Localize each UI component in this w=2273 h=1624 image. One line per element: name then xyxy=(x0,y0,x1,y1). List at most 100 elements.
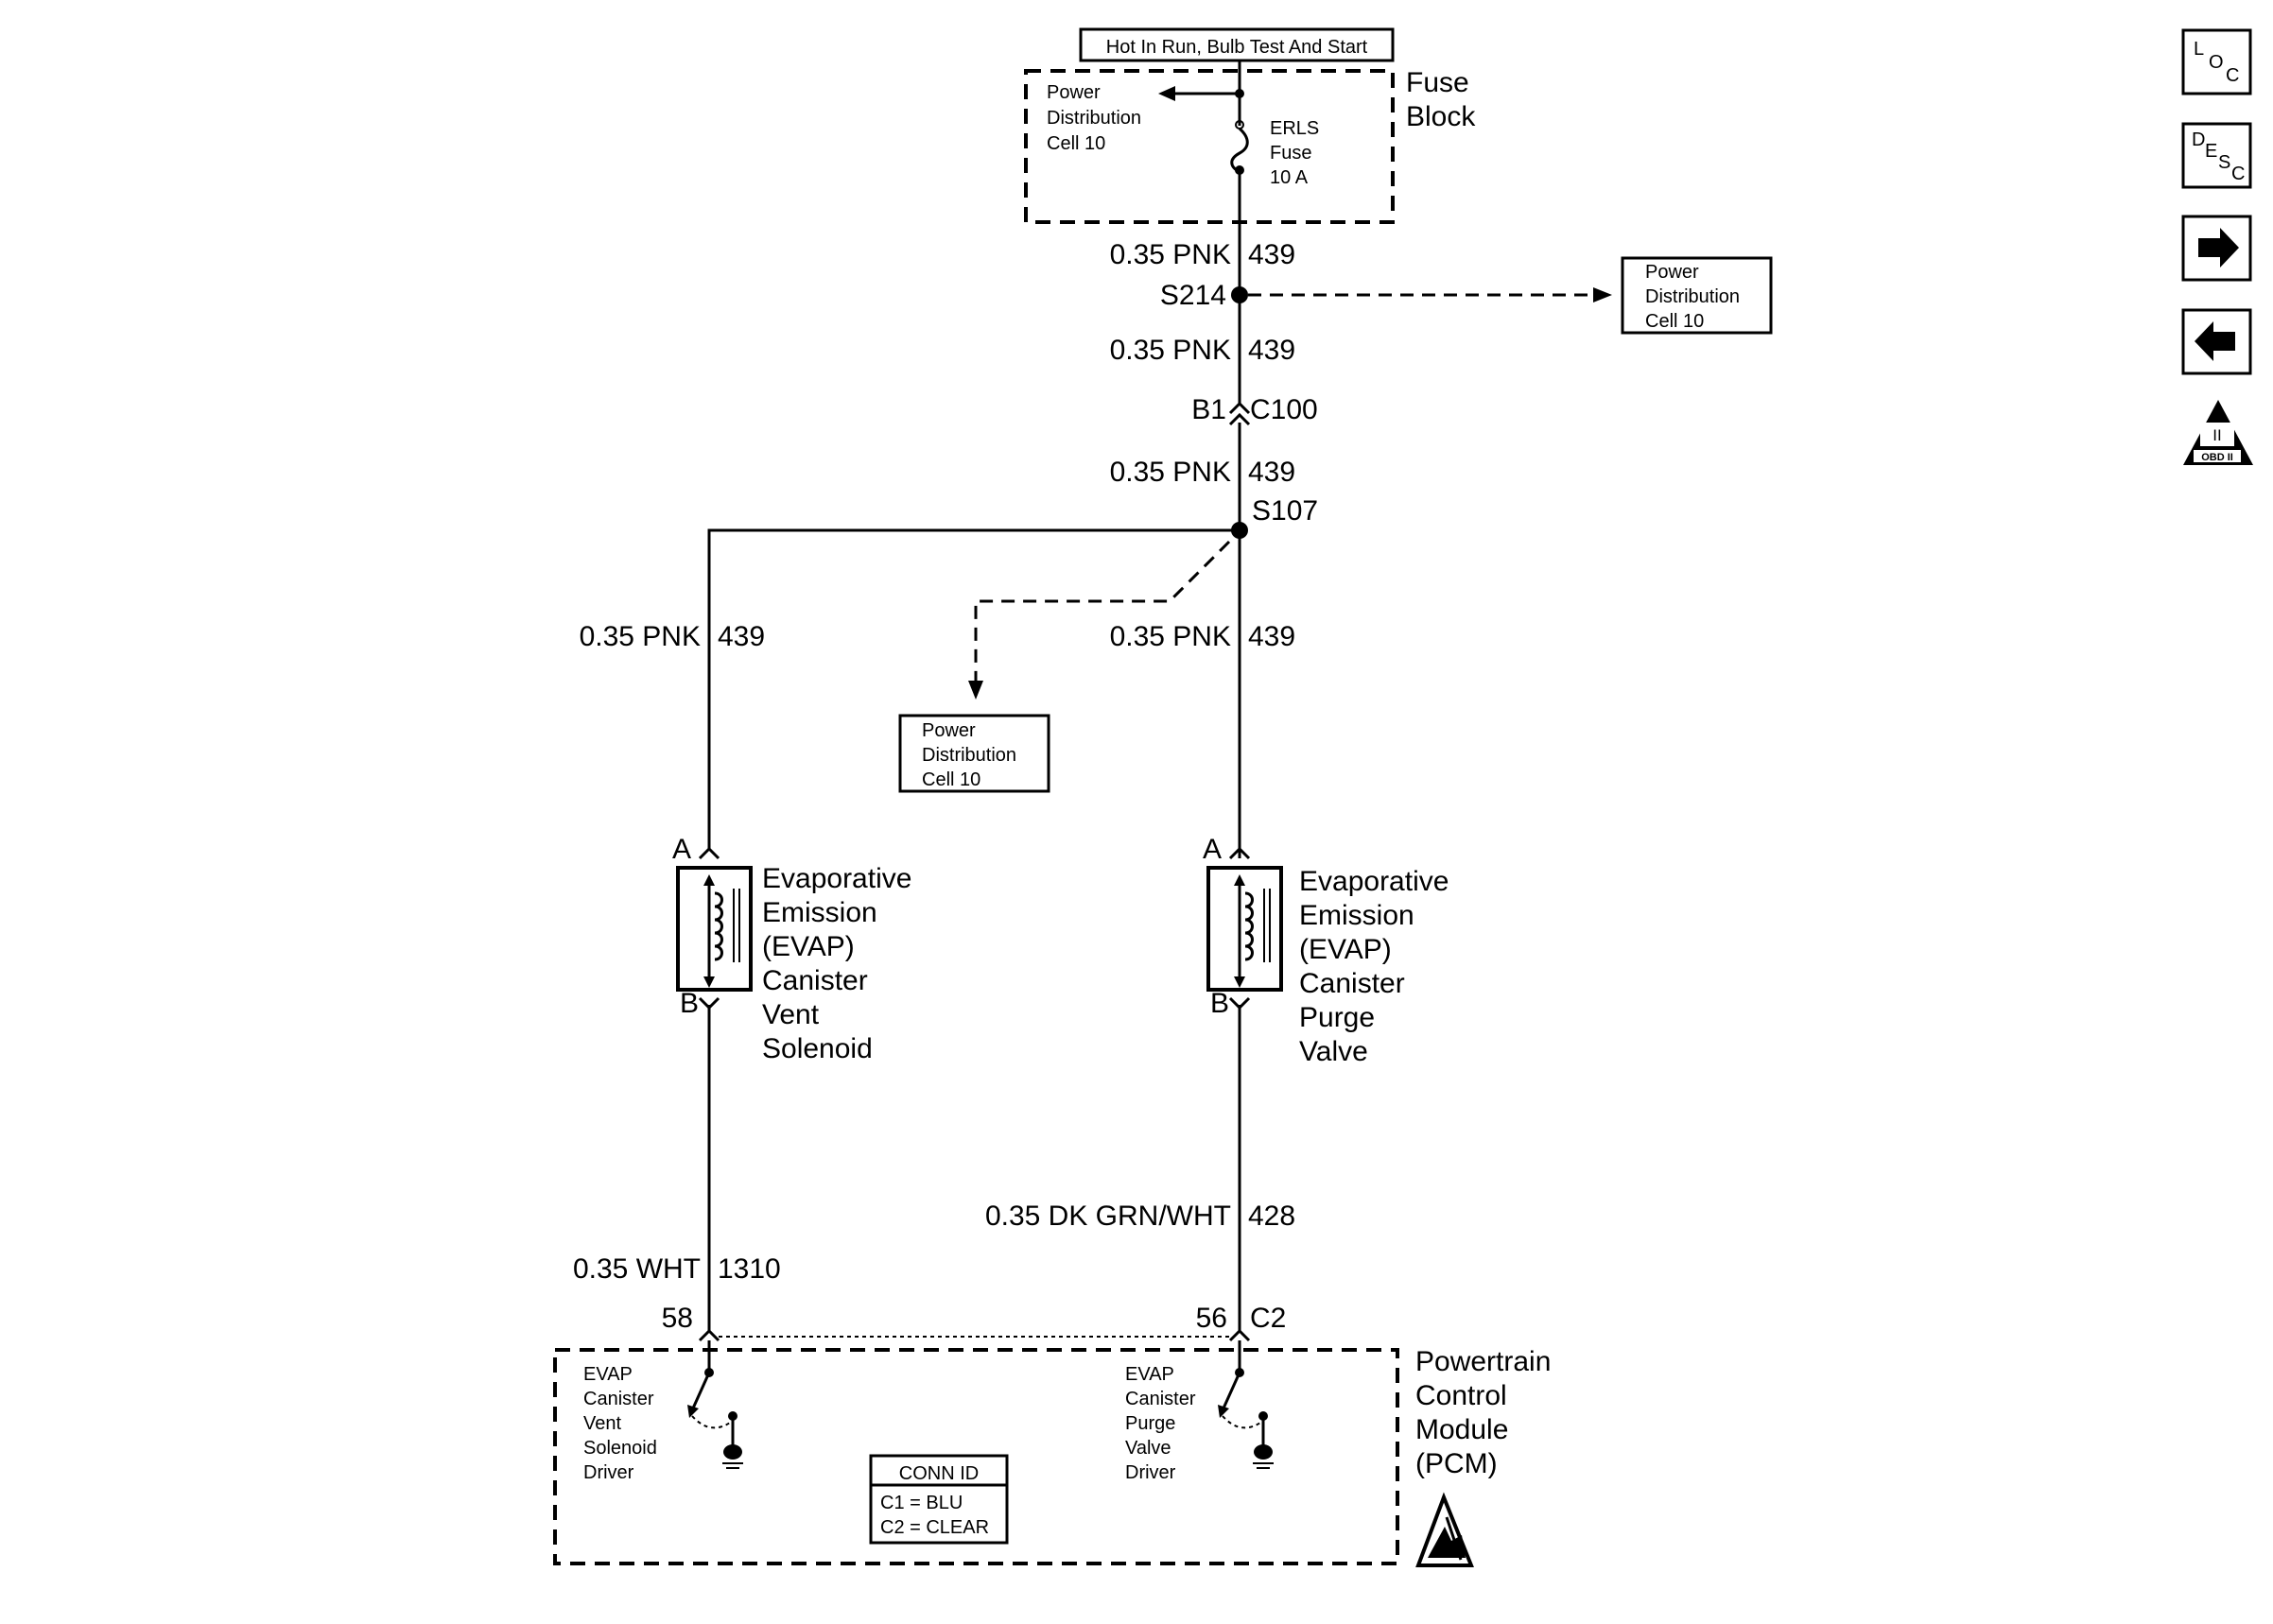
vent-name-2: Emission xyxy=(762,897,877,928)
esd-warning-icon xyxy=(1415,1492,1474,1567)
power-dist-right-1: Power xyxy=(1645,262,1699,283)
purge-name-4: Canister xyxy=(1299,968,1405,999)
purge-driver-1: EVAP xyxy=(1125,1364,1174,1385)
vent-driver-3: Vent xyxy=(583,1413,621,1434)
vent-pin-b: B xyxy=(680,988,699,1019)
desc-letter-s: S xyxy=(2218,152,2230,173)
c100-name: C100 xyxy=(1250,394,1318,425)
evap-purge-valve: A B Evaporative Emission (EVAP) Canister… xyxy=(1203,834,1449,1067)
loc-button[interactable]: L O C xyxy=(2181,28,2252,95)
c100-pin: B1 xyxy=(1191,394,1226,425)
conn-id-box: CONN ID C1 = BLU C2 = CLEAR xyxy=(869,1454,1009,1545)
wire-color-left: 0.35 PNK xyxy=(580,621,701,652)
arrow-left-icon xyxy=(2195,321,2235,361)
pcm-connector: C2 xyxy=(1250,1303,1286,1334)
arrow-right-icon xyxy=(2198,228,2239,268)
coil-icon xyxy=(1244,891,1254,961)
purge-name-2: Emission xyxy=(1299,900,1414,931)
desc-letter-d: D xyxy=(2192,130,2205,150)
power-dist-ref-right[interactable]: Power Distribution Cell 10 xyxy=(1621,256,1773,335)
fuse-power-dist-3: Cell 10 xyxy=(1047,133,1105,154)
fuse-block-title-1: Fuse xyxy=(1406,67,1469,98)
obd-roman: II xyxy=(2212,426,2221,444)
vent-pin-a: A xyxy=(672,834,691,865)
connector-c100: B1 C100 xyxy=(1191,394,1318,426)
wire-circuit-1: 439 xyxy=(1248,239,1295,270)
purge-name-3: (EVAP) xyxy=(1299,934,1392,965)
wire-circuit-purge: 428 xyxy=(1248,1201,1295,1232)
purge-driver-2: Canister xyxy=(1125,1389,1196,1409)
fuse-power-dist-1: Power xyxy=(1047,82,1101,103)
vent-name-6: Solenoid xyxy=(762,1033,873,1064)
ground-icon xyxy=(1254,1444,1273,1460)
purge-name-1: Evaporative xyxy=(1299,866,1449,897)
wire-color-vent: 0.35 WHT xyxy=(573,1253,701,1285)
loc-letter-l: L xyxy=(2194,39,2204,60)
arrow-right-icon xyxy=(1593,287,1612,302)
desc-letter-c: C xyxy=(2231,164,2245,184)
purge-name-6: Valve xyxy=(1299,1036,1368,1067)
conn-id-c1: C1 = BLU xyxy=(880,1493,963,1513)
arrow-left-icon xyxy=(1158,86,1175,101)
conn-id-title: CONN ID xyxy=(899,1463,979,1484)
vent-name-1: Evaporative xyxy=(762,863,911,894)
pcm-pin-vent: 58 xyxy=(662,1303,693,1334)
vent-name-4: Canister xyxy=(762,965,868,996)
purge-driver-5: Driver xyxy=(1125,1462,1176,1483)
wire-color-right: 0.35 PNK xyxy=(1110,621,1231,652)
arrow-down-icon xyxy=(968,681,983,700)
wire-color-purge: 0.35 DK GRN/WHT xyxy=(985,1201,1231,1232)
pcm-name-3: Module xyxy=(1415,1414,1508,1445)
wire-circuit-3: 439 xyxy=(1248,457,1295,488)
pcm-module: 58 56 C2 EVAP Canister Vent Solenoid Dri… xyxy=(553,1303,1551,1567)
wire-circuit-right: 439 xyxy=(1248,621,1295,652)
fuse-icon xyxy=(1230,127,1249,174)
power-source-label: Hot In Run, Bulb Test And Start xyxy=(1079,27,1395,62)
pcm-name-2: Control xyxy=(1415,1380,1507,1411)
obd-label: OBD II xyxy=(2201,452,2233,463)
wire-color-2: 0.35 PNK xyxy=(1110,335,1231,366)
ground-icon xyxy=(723,1444,742,1460)
next-page-button[interactable] xyxy=(2181,215,2252,282)
fuse-block-title-2: Block xyxy=(1406,101,1476,132)
power-dist-center-1: Power xyxy=(922,720,976,741)
purge-pin-a: A xyxy=(1203,834,1222,865)
splice-s214-label: S214 xyxy=(1160,280,1226,311)
wire-circuit-vent: 1310 xyxy=(718,1253,781,1285)
wire-color-1: 0.35 PNK xyxy=(1110,239,1231,270)
vent-driver-4: Solenoid xyxy=(583,1438,657,1459)
purge-name-5: Purge xyxy=(1299,1002,1375,1033)
purge-driver-4: Valve xyxy=(1125,1438,1171,1459)
pcm-name-4: (PCM) xyxy=(1415,1448,1498,1479)
purge-driver-3: Purge xyxy=(1125,1413,1175,1434)
loc-letter-o: O xyxy=(2209,52,2224,73)
pcm-pin-purge: 56 xyxy=(1196,1303,1227,1334)
power-dist-right-2: Distribution xyxy=(1645,286,1740,307)
power-dist-ref-center[interactable]: Power Distribution Cell 10 xyxy=(898,714,1050,793)
coil-icon xyxy=(714,891,723,961)
vent-driver-1: EVAP xyxy=(583,1364,633,1385)
pcm-name-1: Powertrain xyxy=(1415,1346,1551,1377)
desc-letter-e: E xyxy=(2205,141,2217,162)
conn-id-c2: C2 = CLEAR xyxy=(880,1517,989,1538)
fuse-name-2: Fuse xyxy=(1270,143,1311,164)
vent-name-3: (EVAP) xyxy=(762,931,855,962)
fuse-block: Fuse Block Power Distribution Cell 10 ER… xyxy=(1024,67,1476,224)
power-dist-center-2: Distribution xyxy=(922,745,1016,766)
power-source-text: Hot In Run, Bulb Test And Start xyxy=(1106,37,1368,58)
fuse-name-1: ERLS xyxy=(1270,118,1319,139)
vent-driver-5: Driver xyxy=(583,1462,634,1483)
previous-page-button[interactable] xyxy=(2181,308,2252,375)
fuse-rating: 10 A xyxy=(1270,167,1309,188)
splice-s214 xyxy=(1231,286,1248,303)
power-dist-right-3: Cell 10 xyxy=(1645,311,1704,332)
obd-ii-button[interactable]: II OBD II xyxy=(2183,400,2253,465)
power-dist-center-3: Cell 10 xyxy=(922,769,980,790)
loc-letter-c: C xyxy=(2226,65,2239,86)
wire-circuit-2: 439 xyxy=(1248,335,1295,366)
desc-button[interactable]: D E S C xyxy=(2181,122,2252,189)
fuse-power-dist-2: Distribution xyxy=(1047,108,1141,129)
splice-s107-label: S107 xyxy=(1252,495,1318,527)
evap-vent-solenoid: A B Evaporative Emission (EVAP) Canister… xyxy=(672,834,911,1064)
